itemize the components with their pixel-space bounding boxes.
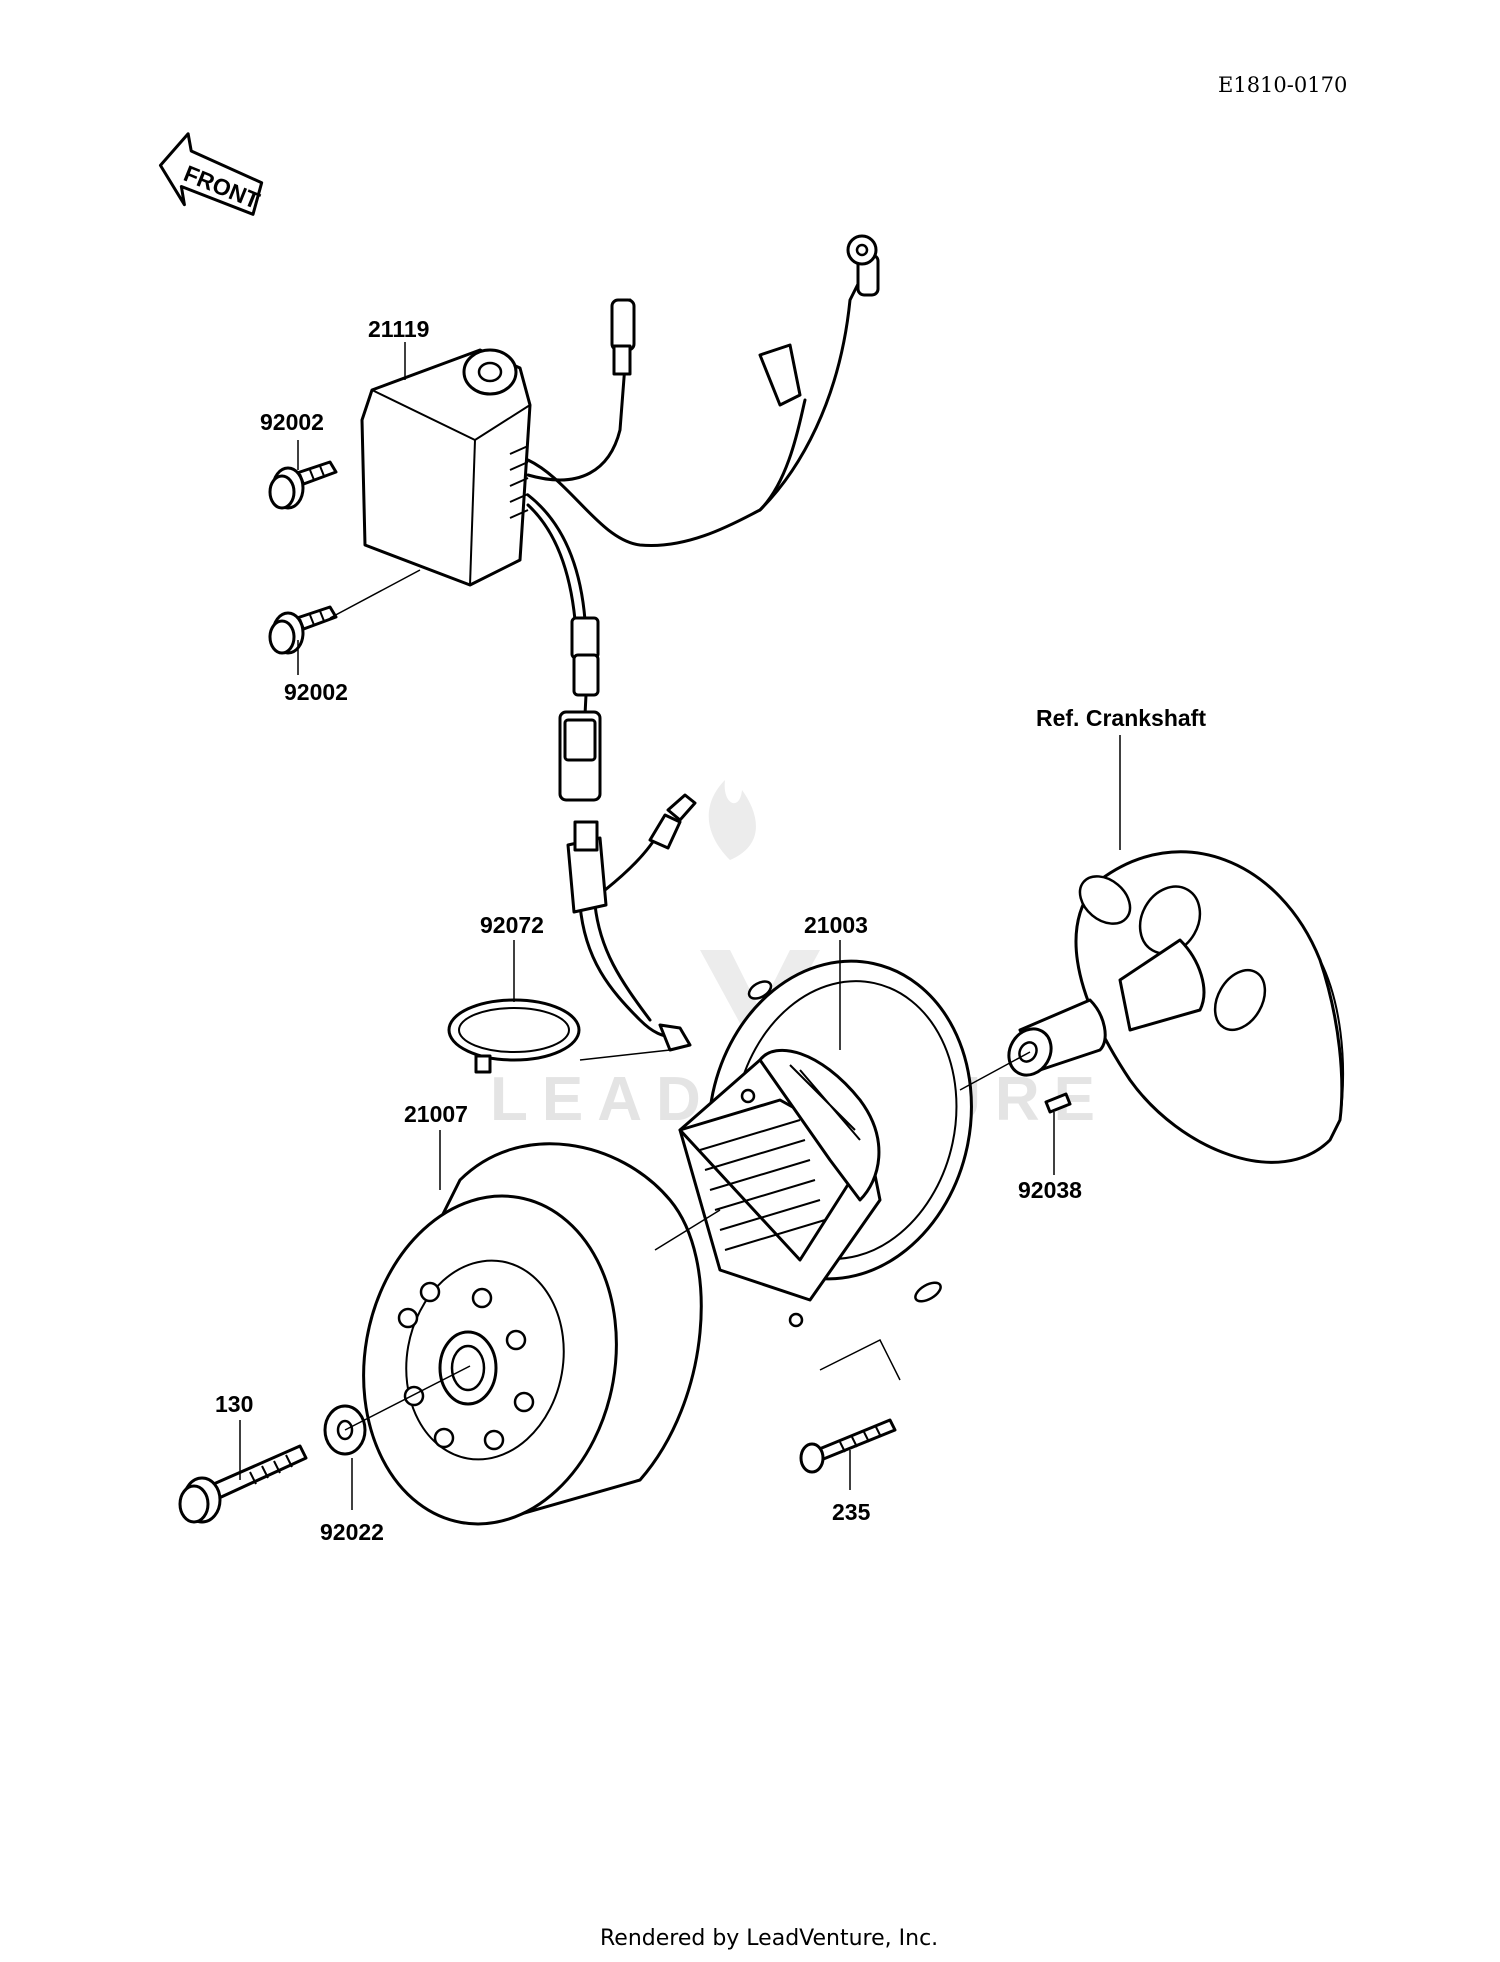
part-labels: 21119 92002 92002 92072 21003 21007 9203… [215, 316, 1206, 1545]
label-stator-screw: 235 [832, 1499, 871, 1525]
stator-screw [799, 1418, 897, 1474]
diagram-code: E1810-0170 [1218, 73, 1347, 97]
footer-credit: Rendered by LeadVenture, Inc. [600, 1926, 938, 1951]
stator [678, 959, 973, 1328]
wire-clamp [447, 998, 581, 1074]
flywheel-bolt [178, 1444, 308, 1524]
front-arrow-icon: FRONT [158, 132, 263, 216]
label-flywheel: 21007 [404, 1101, 468, 1127]
label-woodruff-key: 92038 [1018, 1177, 1082, 1203]
bolt-cdi-upper [268, 460, 338, 510]
label-bolt-lower: 92002 [284, 679, 348, 705]
label-bolt-upper: 92002 [260, 409, 324, 435]
label-cdi-unit: 21119 [368, 316, 429, 342]
stator-wiring [566, 793, 697, 1052]
cdi-wiring-harness [526, 234, 880, 802]
crankshaft-reference [1007, 850, 1345, 1164]
label-wire-clamp: 92072 [480, 912, 544, 938]
label-flywheel-bolt: 130 [215, 1391, 253, 1417]
flywheel-rotor [362, 1142, 703, 1526]
bolt-cdi-lower [268, 605, 338, 655]
woodruff-key [1044, 1092, 1072, 1114]
label-ref-crankshaft: Ref. Crankshaft [1036, 705, 1206, 731]
cdi-unit [360, 348, 532, 587]
leader-lines [239, 342, 1121, 1510]
label-stator: 21003 [804, 912, 868, 938]
label-washer: 92022 [320, 1519, 384, 1545]
